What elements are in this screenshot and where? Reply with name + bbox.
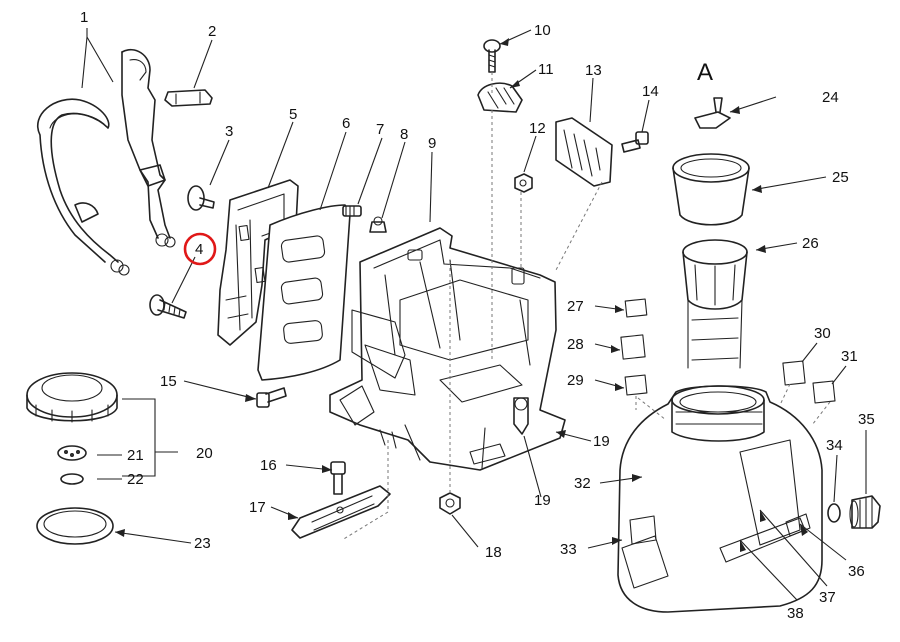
callout-20: 20 <box>196 445 213 462</box>
callout-31: 31 <box>841 348 858 365</box>
callout-19-right: 19 <box>593 433 610 450</box>
arrowheads <box>115 38 808 552</box>
label-part-31 <box>812 380 836 404</box>
o-ring-part-34 <box>827 503 841 523</box>
callout-13: 13 <box>585 62 602 79</box>
callout-21: 21 <box>127 447 144 464</box>
callout-30: 30 <box>814 325 831 342</box>
bolt-part-14 <box>621 131 649 153</box>
callout-36: 36 <box>848 563 865 580</box>
callout-7: 7 <box>376 121 384 138</box>
callout-35: 35 <box>858 411 875 428</box>
callout-32: 32 <box>574 475 591 492</box>
cap-part-24 <box>694 97 731 129</box>
callout-11: 11 <box>538 61 554 78</box>
callout-18: 18 <box>485 544 502 561</box>
highlight-circle-callout-4 <box>183 232 217 266</box>
buckle-part-2 <box>164 89 213 107</box>
callout-26: 26 <box>802 235 819 252</box>
back-pad-part-6 <box>257 204 351 381</box>
callout-24: 24 <box>822 89 839 106</box>
fitting-part-35 <box>849 495 881 529</box>
label-part-27 <box>624 298 648 318</box>
rivet-part-3 <box>187 185 215 211</box>
callout-28: 28 <box>567 336 584 353</box>
callout-27: 27 <box>567 298 584 315</box>
callout-38: 38 <box>787 605 804 622</box>
callout-23: 23 <box>194 535 211 552</box>
callout-33: 33 <box>560 541 577 558</box>
callout-10: 10 <box>534 22 551 39</box>
label-part-30 <box>782 360 806 386</box>
callout-29: 29 <box>567 372 584 389</box>
callout-6: 6 <box>342 115 350 132</box>
base-frame-part-9 <box>329 227 566 471</box>
callout-4: 4 <box>195 241 203 258</box>
callout-19-bottom: 19 <box>534 492 551 509</box>
screw-part-10 <box>483 39 501 73</box>
clamp-part-11 <box>477 82 523 113</box>
callout-22: 22 <box>127 471 144 488</box>
funnel-part-25 <box>672 153 750 226</box>
nut-part-18 <box>439 492 461 515</box>
callout-15: 15 <box>160 373 177 390</box>
bracket-part-13 <box>555 117 613 187</box>
lid-part-20 <box>26 372 118 423</box>
callout-5: 5 <box>289 106 297 123</box>
label-part-28 <box>620 334 646 360</box>
callout-2: 2 <box>208 23 216 40</box>
detail-letter-a: A <box>697 59 713 86</box>
ring-part-22 <box>60 473 84 485</box>
filter-disc-part-21 <box>57 445 87 461</box>
callout-1: 1 <box>80 9 88 26</box>
nut-part-12 <box>514 173 533 193</box>
label-part-29 <box>624 374 648 396</box>
cap-part-8 <box>369 216 387 233</box>
bolt-part-16 <box>330 461 346 495</box>
callout-labels: 1 2 3 4 5 6 7 8 9 10 11 12 13 14 15 16 1… <box>80 9 875 622</box>
gasket-part-23 <box>36 507 114 545</box>
callout-25: 25 <box>832 169 849 186</box>
strainer-part-26 <box>682 239 748 369</box>
tank-part-32 <box>617 385 823 613</box>
callout-14: 14 <box>642 83 659 100</box>
callout-9: 9 <box>428 135 436 152</box>
screw-part-7 <box>342 205 362 217</box>
shoulder-strap-part-1 <box>37 48 176 276</box>
callout-3: 3 <box>225 123 233 140</box>
callout-17: 17 <box>249 499 266 516</box>
callout-37: 37 <box>819 589 836 606</box>
callout-34: 34 <box>826 437 843 454</box>
bolt-part-15 <box>256 387 287 408</box>
callout-16: 16 <box>260 457 277 474</box>
valve-part-19 <box>513 397 529 435</box>
callout-8: 8 <box>400 126 408 143</box>
rail-part-17 <box>291 485 391 539</box>
callout-12: 12 <box>529 120 546 137</box>
screw-part-4 <box>149 294 187 319</box>
